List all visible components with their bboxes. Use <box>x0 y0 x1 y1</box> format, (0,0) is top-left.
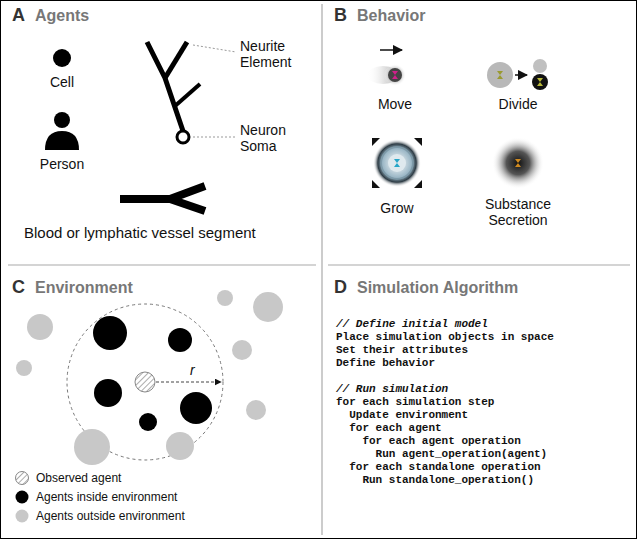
behavior-label: Grow <box>367 200 427 216</box>
legend-swatch <box>14 508 30 524</box>
panel-title: Simulation Algorithm <box>357 279 518 297</box>
code-line: Run agent_operation(agent) <box>376 448 548 461</box>
legend-swatch <box>14 470 30 486</box>
panel-title: Behavior <box>357 7 425 25</box>
code-line: Set their attributes <box>336 344 468 357</box>
code-line: for each agent <box>349 422 441 435</box>
panel-letter: C <box>12 277 25 298</box>
agent-label: Blood or lymphatic vessel segment <box>24 224 256 241</box>
code-line: Define behavior <box>336 357 435 370</box>
agent-label: Neurite Element <box>240 38 312 70</box>
legend-entry: Agents outside environment <box>14 508 185 524</box>
code-line: // Run simulation <box>336 383 448 396</box>
legend-symbol <box>16 472 29 485</box>
agent-label: Cell <box>32 74 92 90</box>
legend-text: Agents inside environment <box>36 490 177 504</box>
code-line: for each standalone operation <box>349 461 540 474</box>
panel-letter: B <box>334 5 347 26</box>
panel-letter: D <box>334 277 347 298</box>
legend-color <box>16 510 29 523</box>
legend-swatch <box>14 489 30 505</box>
code-line: // Define initial model <box>336 318 488 331</box>
panel-letter: A <box>12 5 25 26</box>
panel-heading: A Agents <box>12 5 89 26</box>
panel-heading: D Simulation Algorithm <box>334 277 518 298</box>
panel: B Behavior <box>322 0 637 265</box>
legend-text: Agents outside environment <box>36 509 185 523</box>
legend-text: Observed agent <box>36 471 121 485</box>
agent-label: Neuron Soma <box>240 122 312 154</box>
agent-label: Person <box>27 156 97 172</box>
code-line: Update environment <box>349 409 468 422</box>
legend-entry: Observed agent <box>14 470 121 486</box>
panel-heading: B Behavior <box>334 5 425 26</box>
code-line: Place simulation objects in space <box>336 331 554 344</box>
legend-color <box>16 491 29 504</box>
code-line: Run standalone_operation() <box>362 474 534 487</box>
radius-label: r <box>190 362 195 378</box>
panel-title: Agents <box>35 7 89 25</box>
behavior-label: Move <box>365 96 425 112</box>
legend-entry: Agents inside environment <box>14 489 177 505</box>
code-line: for each simulation step <box>336 396 494 409</box>
behavior-label: Divide <box>488 96 548 112</box>
behavior-label: Substance Secretion <box>470 196 566 228</box>
code-line: for each agent operation <box>362 435 520 448</box>
panel-heading: C Environment <box>12 277 133 298</box>
panel-title: Environment <box>35 279 133 297</box>
